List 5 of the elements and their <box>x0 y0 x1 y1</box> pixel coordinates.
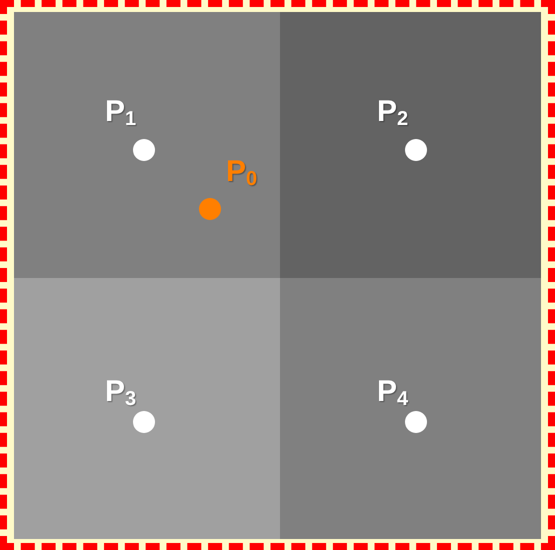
point-label: P$_{3}$ <box>105 377 136 409</box>
point-label: P$_{1}$ <box>105 97 136 129</box>
point-label: P$_{0}$ <box>226 157 258 189</box>
point-label: P$_{2}$ <box>377 97 408 129</box>
point-label: P$_{4}$ <box>377 377 408 409</box>
